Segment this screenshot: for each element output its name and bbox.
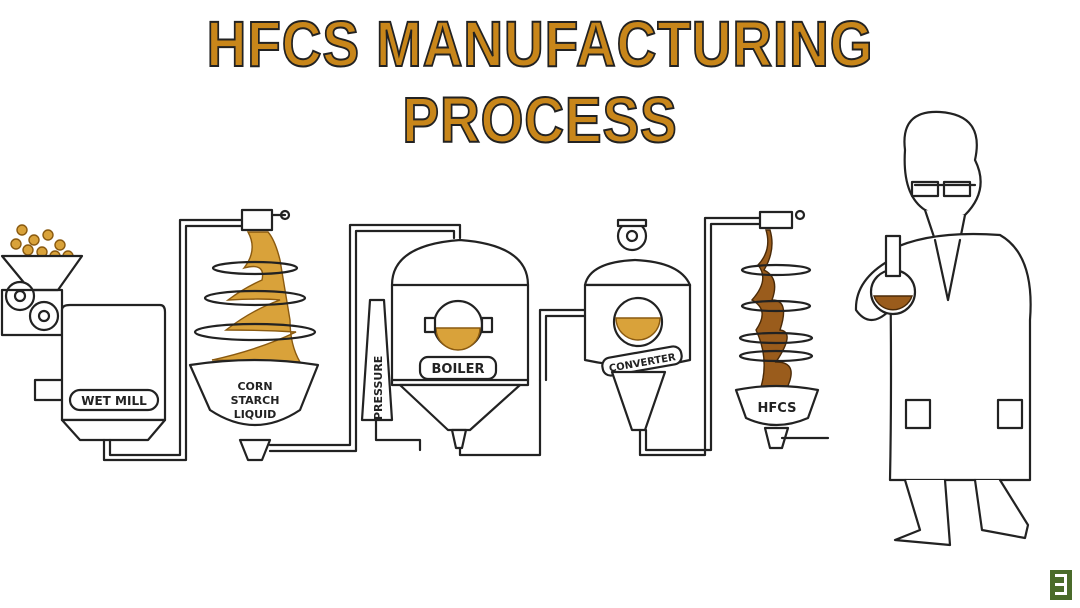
- pressure-label: PRESSURE: [372, 356, 385, 420]
- page-title: HFCS MANUFACTURING PROCESS: [206, 7, 874, 157]
- wet-mill-label: WET MILL: [81, 394, 147, 408]
- corn-label: CORN: [237, 380, 272, 393]
- corner-logo-icon: [1050, 570, 1072, 600]
- pipe: [108, 218, 247, 457]
- boiler-label: BOILER: [432, 362, 485, 377]
- wet-mill-tank: WET MILL: [33, 303, 167, 442]
- hfcs-tank: HFCS: [734, 209, 830, 450]
- pressure-gauge: PRESSURE: [360, 298, 422, 452]
- corn-starch-tank: CORN STARCH LIQUID: [188, 208, 320, 462]
- starch-label: STARCH: [231, 394, 280, 407]
- hfcs-label: HFCS: [758, 401, 797, 416]
- boiler-tank: BOILER: [390, 238, 530, 450]
- converter-tank: CONVERTER: [583, 218, 692, 432]
- scientist-illustration: [854, 110, 1032, 547]
- corn-hopper: [0, 224, 84, 337]
- liquid-label: LIQUID: [234, 408, 277, 421]
